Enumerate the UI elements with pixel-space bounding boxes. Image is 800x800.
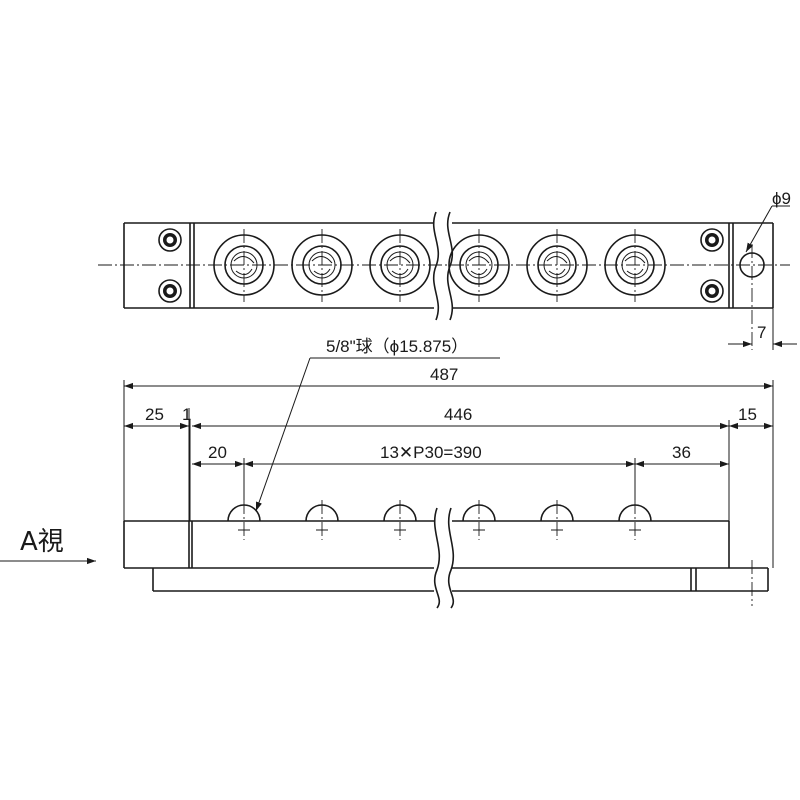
ball-unit-icon bbox=[369, 229, 431, 302]
front-view: 487 25 1 446 15 20 13✕P30=390 36 5/8"球（ϕ… bbox=[0, 337, 774, 609]
ball-unit-icon bbox=[213, 229, 275, 302]
label-dim-1: 1 bbox=[182, 405, 191, 424]
ball-unit-icon bbox=[291, 229, 353, 302]
label-dim-15: 15 bbox=[738, 405, 757, 424]
ball-unit-icon bbox=[604, 229, 666, 302]
top-view: ϕ9 7 bbox=[98, 189, 797, 350]
ball-icon bbox=[227, 500, 261, 540]
ball-icon bbox=[540, 500, 574, 540]
break-mark-front-left bbox=[433, 507, 441, 609]
ball-unit-icon bbox=[448, 229, 510, 302]
bolt-icon bbox=[158, 279, 182, 303]
label-dim-36: 36 bbox=[672, 443, 691, 462]
ball-icon bbox=[305, 500, 339, 540]
label-phi9: ϕ9 bbox=[772, 189, 791, 208]
label-dim-487: 487 bbox=[430, 365, 458, 384]
label-dim-7: 7 bbox=[757, 323, 766, 342]
bolt-icon bbox=[700, 279, 724, 303]
ball-unit-icon bbox=[526, 229, 588, 302]
label-pitch: 13✕P30=390 bbox=[380, 443, 482, 462]
break-mark-front-right bbox=[447, 507, 455, 609]
ball-note-leader bbox=[255, 357, 311, 512]
label-dim-20: 20 bbox=[208, 443, 227, 462]
ball-icon bbox=[462, 500, 496, 540]
ball-icon bbox=[618, 500, 652, 540]
label-view-a: A視 bbox=[20, 527, 64, 557]
bolt-icon bbox=[158, 228, 182, 252]
phi9-leader bbox=[745, 205, 773, 253]
label-dim-25: 25 bbox=[145, 405, 164, 424]
bolt-icon bbox=[700, 228, 724, 252]
label-dim-446: 446 bbox=[444, 405, 472, 424]
ball-icon bbox=[383, 500, 417, 540]
break-mark-top-right bbox=[446, 211, 454, 321]
break-mark-top-left bbox=[432, 211, 440, 321]
label-ball-note: 5/8"球（ϕ15.875） bbox=[326, 337, 468, 356]
